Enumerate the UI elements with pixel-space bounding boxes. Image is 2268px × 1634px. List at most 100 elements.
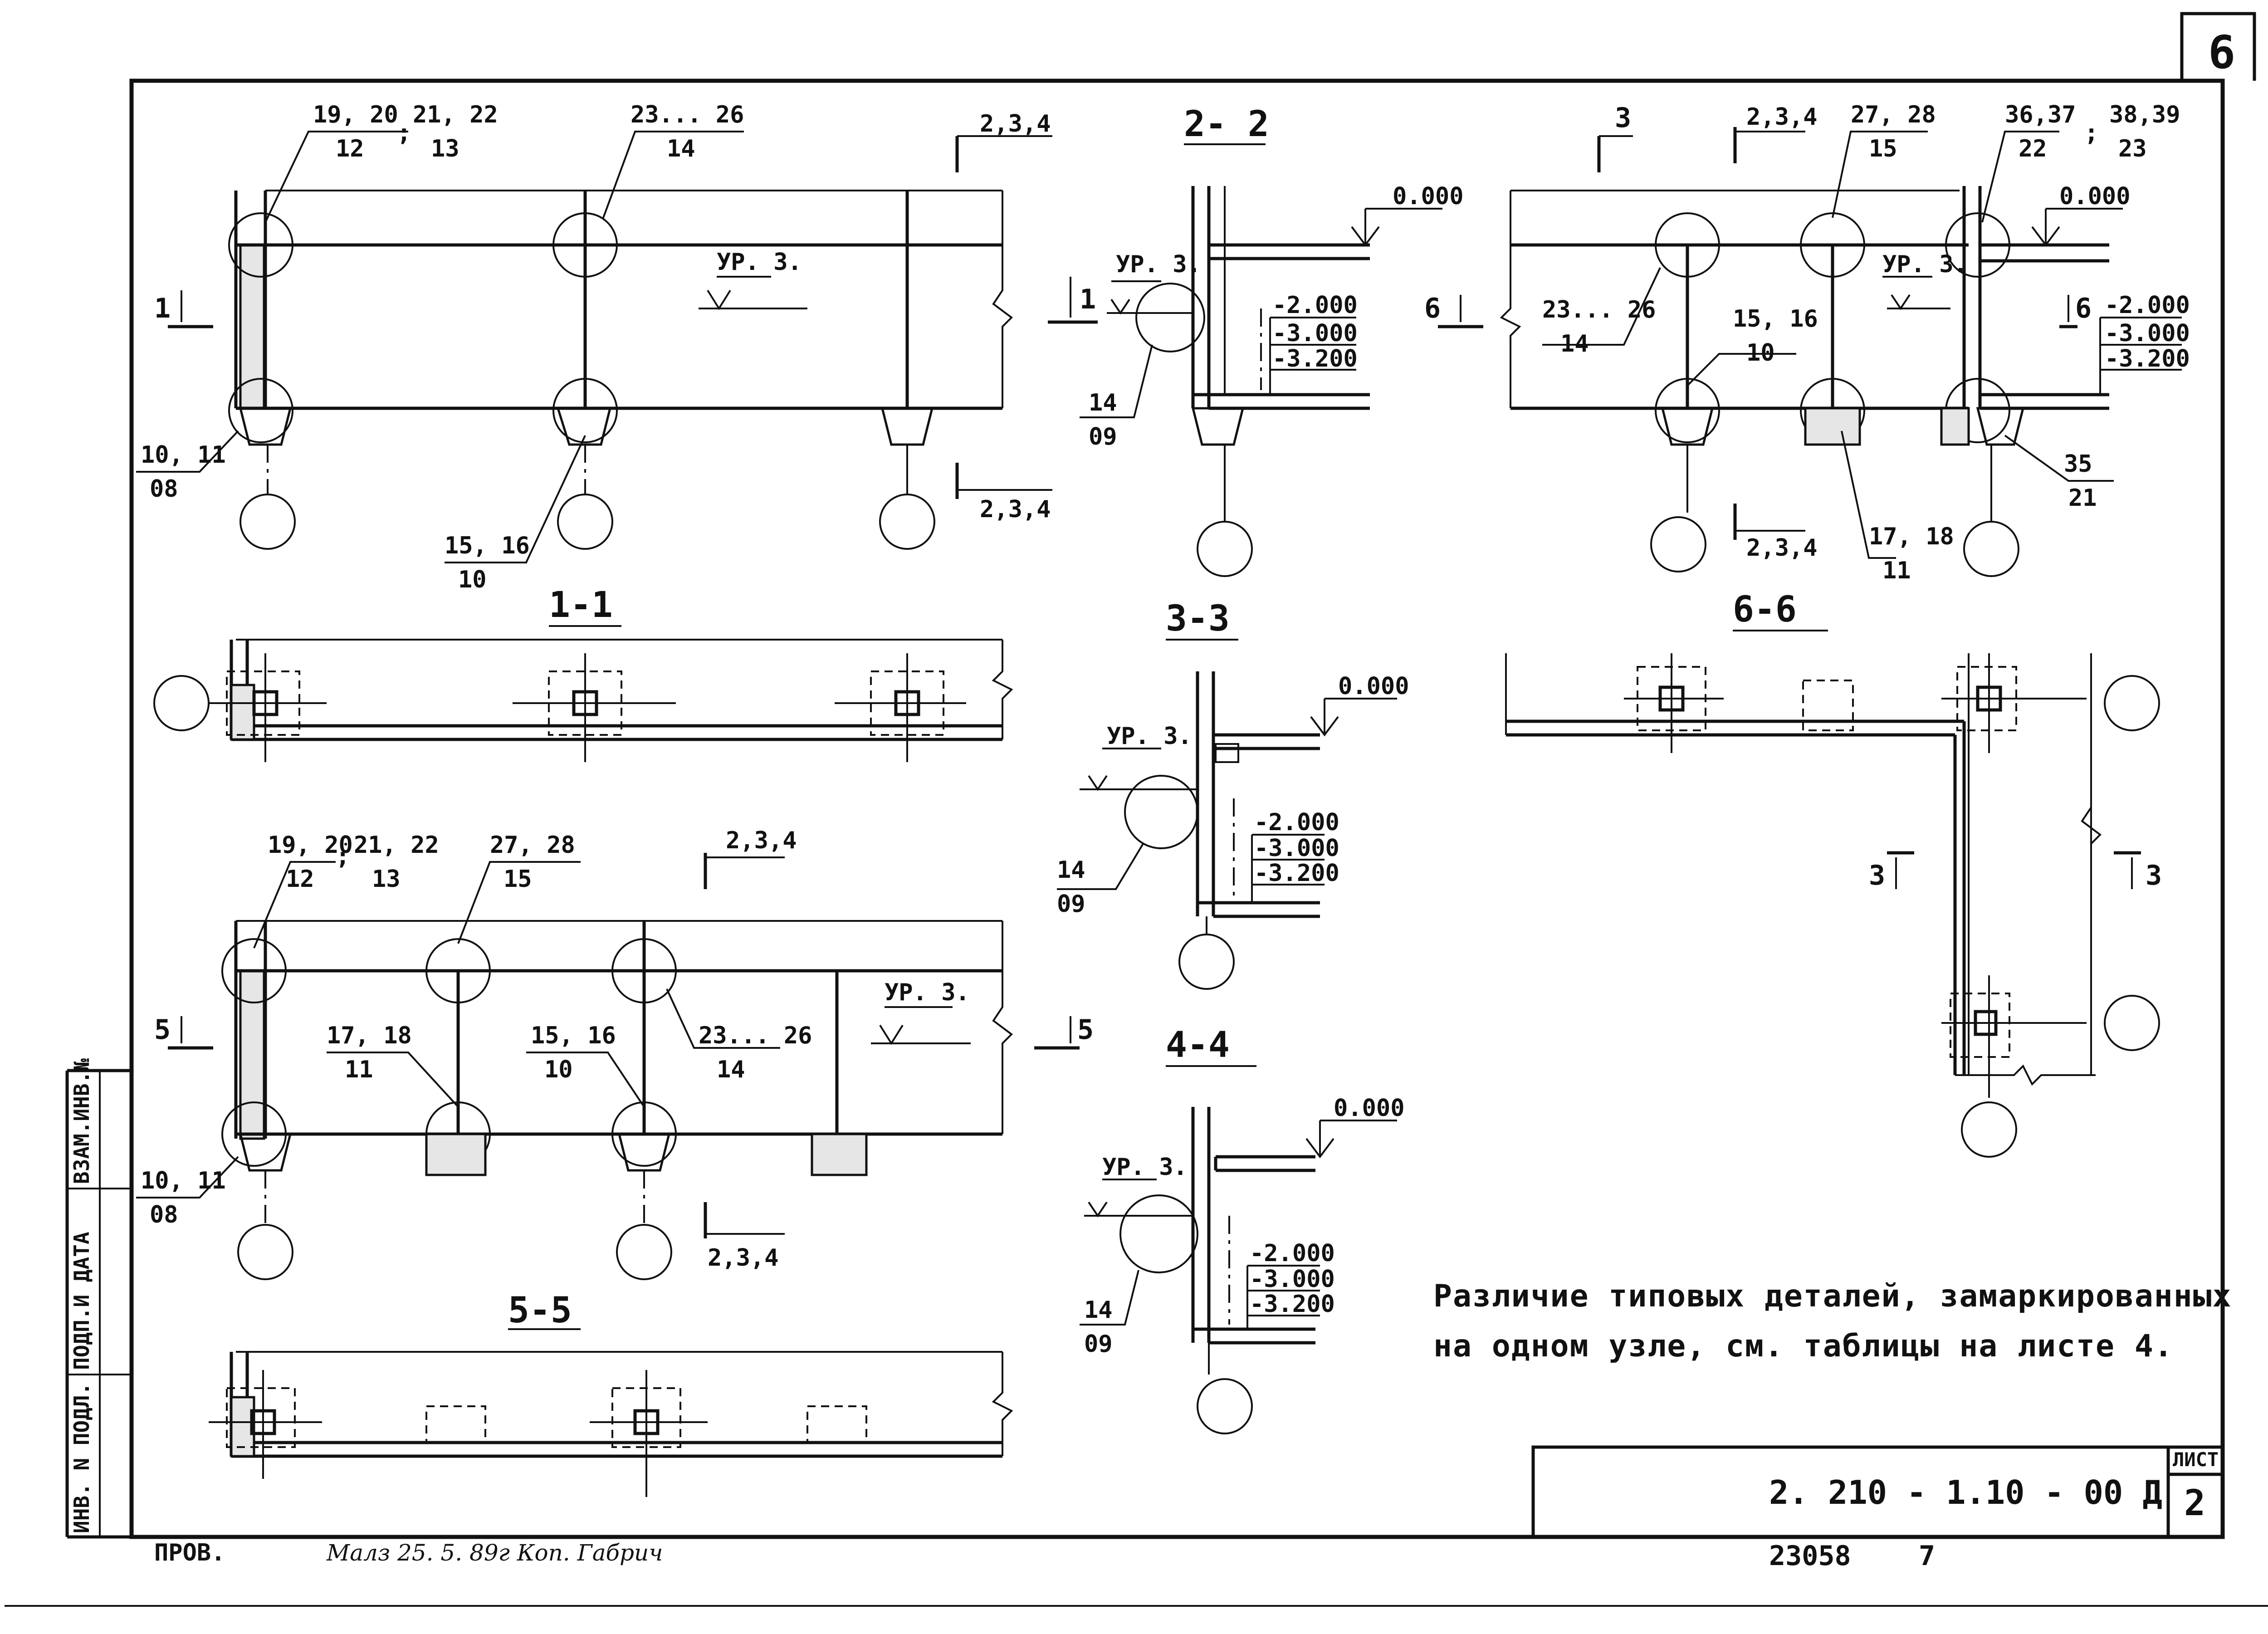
p2-mark-10: 10 [544,1056,573,1083]
note-line-1: Различие типовых деталей, замаркированны… [1433,1278,2232,1314]
p1-mark-21-22: 21, 22 [413,101,498,128]
p1-mark-10: 10 [458,566,487,593]
p1-mark-12: 12 [336,135,364,162]
s33-level-m32: -3.200 [1254,860,1339,887]
section-3-3 [1057,639,1397,990]
s44-level-m2: -2.000 [1250,1240,1335,1267]
p3-ground-level: УР. З. [1882,251,1968,278]
p1-mark-15-16: 15, 16 [445,532,530,559]
title-block [1531,1445,2224,1539]
p2-mark-10-11: 10, 11 [141,1167,226,1194]
stamp-podp: ПОДП.И ДАТА [69,1232,94,1370]
p2-mark-21-22: 21, 22 [354,832,439,859]
s22-cut-1: 1 [1080,284,1096,315]
section-4-4-title: 4-4 [1166,1025,1230,1066]
p2-mark-15: 15 [503,866,532,893]
title-block-list-label: ЛИСТ [2173,1448,2219,1471]
s22-level-m3: -3.000 [1272,320,1358,347]
p2-mark-14: 14 [717,1056,745,1083]
p1-ground-level: УР. З. [717,249,802,276]
section-1-1-title: 1-1 [549,585,613,626]
p2-cut-5-right: 5 [1077,1014,1094,1046]
s33-ground-level: УР. З. [1107,723,1192,750]
s44-mark-09: 09 [1084,1331,1113,1358]
p3-cut-6-left: 6 [1424,293,1441,324]
p2-mark-08: 08 [150,1201,178,1228]
sheet-frame [5,12,2268,1607]
p2-semicolon: ; [336,843,350,870]
note: Различие типовых деталей, замаркированны… [1433,1278,2232,1364]
p2-mark-13: 13 [372,866,401,893]
p3-mark-23: 23 [2118,135,2147,162]
s44-level-zero: 0.000 [1334,1095,1405,1122]
section-6-6-title: 6-6 [1733,589,1797,630]
p2-cut-234-top: 2,3,4 [726,827,797,854]
s22-mark-09: 09 [1089,423,1117,450]
s66-cut-3-right: 3 [2146,860,2162,891]
p3-mark-15-16: 15, 16 [1733,305,1818,333]
s22-level-zero: 0.000 [1393,183,1464,210]
p1-mark-13: 13 [431,135,459,162]
s44-ground-level: УР. З. [1102,1154,1188,1181]
p3-level-zero: 0.000 [2059,183,2131,210]
p3-cut-234-top: 2,3,4 [1746,103,1818,131]
p2-mark-15-16: 15, 16 [531,1022,616,1049]
p1-cut-1: 1 [154,293,171,324]
p2-mark-11: 11 [345,1056,373,1083]
p3-mark-36-37: 36,37 [2005,101,2076,128]
p1-mark-23-26: 23... 26 [631,101,744,128]
section-6-6 [1505,630,2160,1158]
p3-mark-15: 15 [1869,135,1897,162]
s22-level-m32: -3.200 [1272,345,1358,372]
s22-ground-level: УР. З. [1116,251,1201,278]
s44-level-m32: -3.200 [1250,1291,1335,1318]
p3-level-m3: -3.000 [2105,320,2190,347]
p3-mark-14: 14 [1560,330,1589,357]
p3-mark-23-26: 23... 26 [1542,296,1656,323]
p3-mark-27-28: 27, 28 [1851,101,1936,128]
section-5-5-title: 5-5 [508,1290,572,1331]
plan-top-left [136,131,1052,563]
p3-mark-11: 11 [1882,557,1911,584]
archive-number: 23058 [1769,1540,1851,1572]
p2-mark-23-26: 23... 26 [699,1022,812,1049]
stamp-inv: ИНВ. N ПОДЛ. [69,1383,94,1533]
s22-mark-14: 14 [1089,389,1117,416]
p3-mark-38-39: 38,39 [2109,101,2180,128]
title-block-code: 2. 210 - 1.10 - 00 Д [1769,1473,2162,1512]
p2-ground-level: УР. З. [885,979,970,1006]
s66-cut-3-left: 3 [1869,860,1885,891]
s33-mark-09: 09 [1057,890,1085,918]
footer-prov: ПРОВ. [154,1539,225,1566]
s33-mark-14: 14 [1057,856,1085,884]
p2-mark-19-20: 19, 20 [268,832,353,859]
s33-level-zero: 0.000 [1338,673,1409,700]
side-stamp: ВЗАМ.ИНВ.№ ПОДП.И ДАТА ИНВ. N ПОДЛ. [69,1058,94,1533]
p1-cut-234-top: 2,3,4 [980,110,1051,137]
section-1-1 [153,625,1013,762]
p2-cut-5-left: 5 [154,1014,171,1046]
section-3-3-title: 3-3 [1166,598,1230,639]
p3-cut-234-bottom: 2,3,4 [1746,534,1818,562]
p3-mark-22: 22 [2019,135,2047,162]
p1-mark-08: 08 [150,475,178,503]
p2-mark-12: 12 [286,866,314,893]
p3-mark-17-18: 17, 18 [1869,523,1954,550]
p1-semicolon: ; [397,119,411,147]
p2-cut-234-bottom: 2,3,4 [708,1244,779,1272]
p3-mark-35: 35 [2064,450,2092,478]
p1-mark-10-11: 10, 11 [141,441,226,469]
sheet-corner-number: 6 [2208,26,2235,79]
p3-cut-3: 3 [1615,102,1631,134]
archive-copy: 7 [1919,1540,1935,1572]
p3-level-m2: -2.000 [2105,292,2190,319]
s44-level-m3: -3.000 [1250,1266,1335,1293]
p1-mark-14: 14 [667,135,695,162]
plan-middle-left [136,853,1080,1280]
p3-semicolon: ; [2084,119,2098,147]
s22-level-m2: -2.000 [1272,292,1358,319]
p3-level-m32: -3.200 [2105,345,2190,372]
section-4-4 [1080,1065,1397,1434]
section-5-5 [209,1328,1013,1497]
stamp-vzam: ВЗАМ.ИНВ.№ [69,1058,94,1184]
